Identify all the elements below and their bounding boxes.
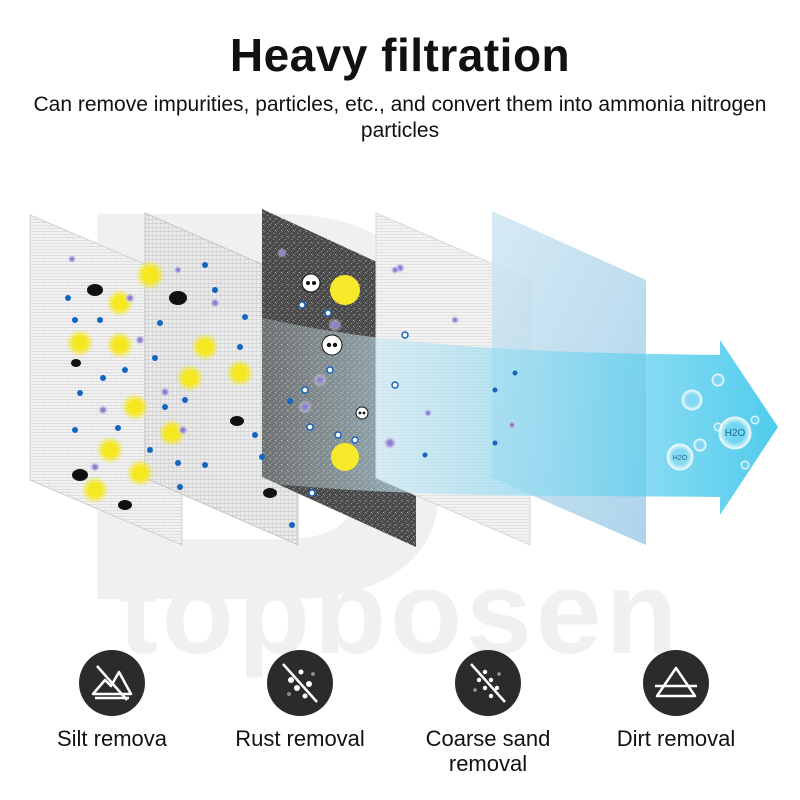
triangle-crossed-icon <box>643 650 709 716</box>
dots-crossed-icon <box>267 650 333 716</box>
mountain-crossed-icon <box>79 650 145 716</box>
feature-label: Coarse sand removal <box>425 726 551 776</box>
watermark-brand: topbosen <box>118 547 682 679</box>
sand-crossed-icon <box>455 650 521 716</box>
feature-sand: Coarse sand removal <box>403 650 573 776</box>
page-subtitle: Can remove impurities, particles, etc., … <box>33 93 767 142</box>
particles-group-4 <box>390 265 518 458</box>
particles-group-3 <box>277 248 409 497</box>
feature-label: Dirt removal <box>616 726 736 751</box>
particles-group-1 <box>65 254 186 510</box>
feature-silt: Silt remova <box>27 650 197 751</box>
bacteria-icon <box>301 273 369 420</box>
water-label-large: H2O <box>725 428 746 439</box>
features-row: Silt remova Rust removal <box>0 650 800 800</box>
filtration-illustration: H2O H2O <box>29 209 778 547</box>
feature-label: Rust removal <box>235 726 365 751</box>
particles-group-2 <box>157 262 295 528</box>
feature-rust: Rust removal <box>215 650 385 751</box>
water-bubbles: H2O H2O <box>666 373 760 471</box>
water-label-small: H2O <box>673 455 688 462</box>
page-title: Heavy filtration <box>229 29 571 81</box>
feature-dirt: Dirt removal <box>591 650 761 751</box>
feature-label: Silt remova <box>56 726 168 751</box>
